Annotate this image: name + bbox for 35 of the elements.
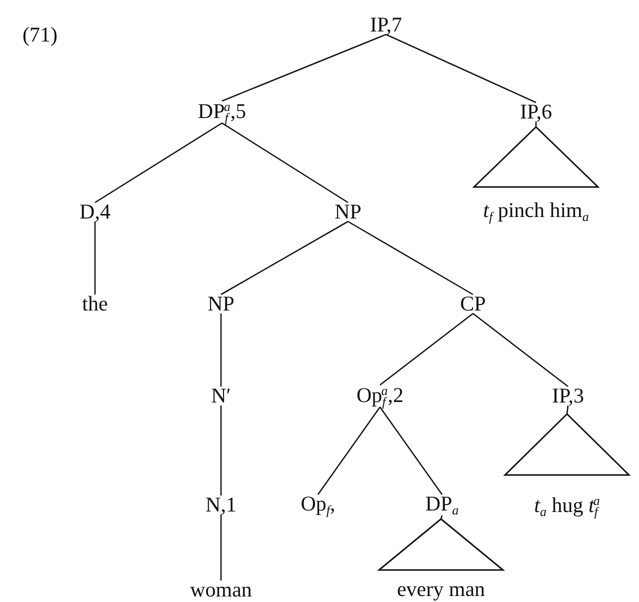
tree-node-label: CP <box>460 294 486 314</box>
branch-line <box>220 220 348 296</box>
branch-line <box>222 34 386 102</box>
tree-node-label: NP <box>334 202 362 222</box>
tree-node-label: D,4 <box>80 202 110 222</box>
branch-line <box>535 122 537 127</box>
tree-node-label: Op$_{f}$, <box>300 494 336 516</box>
tree-node-label: N,1 <box>206 494 236 516</box>
branch-line <box>379 406 443 495</box>
branch-line <box>348 220 474 296</box>
tree-node-label: IP,3 <box>552 386 584 406</box>
tree-node-label: DP$_{a}$ <box>425 494 459 516</box>
branch-line <box>94 122 222 204</box>
branch-line <box>472 312 568 388</box>
tree-node-label: DP$_{f}$$^{a}$,5 <box>198 100 246 124</box>
branch-line <box>94 222 96 294</box>
terminal-phrase: every man <box>396 579 486 600</box>
tree-node-label: woman <box>190 580 252 600</box>
tree-node-label: Op$_{f}$$^{a}$,2 <box>356 384 404 408</box>
branch-line <box>317 406 381 495</box>
tree-node-label: IP,6 <box>520 102 552 122</box>
branch-line <box>222 122 348 204</box>
terminal-phrase: t$_{f}$ pinch him$_{a}$ <box>483 200 589 223</box>
example-number: (71) <box>22 24 58 46</box>
branch-line <box>220 514 222 580</box>
branch-line <box>220 314 222 386</box>
tree-node-label: NP <box>208 294 234 314</box>
tree-node-label: IP,7 <box>370 14 402 36</box>
tree-node-label: the <box>82 294 108 314</box>
tree-node-label: N′ <box>211 386 231 406</box>
branch-line <box>220 406 222 496</box>
branch-line <box>380 312 474 386</box>
branch-line <box>386 34 536 104</box>
branch-line <box>566 405 569 414</box>
branch-line <box>440 515 443 520</box>
